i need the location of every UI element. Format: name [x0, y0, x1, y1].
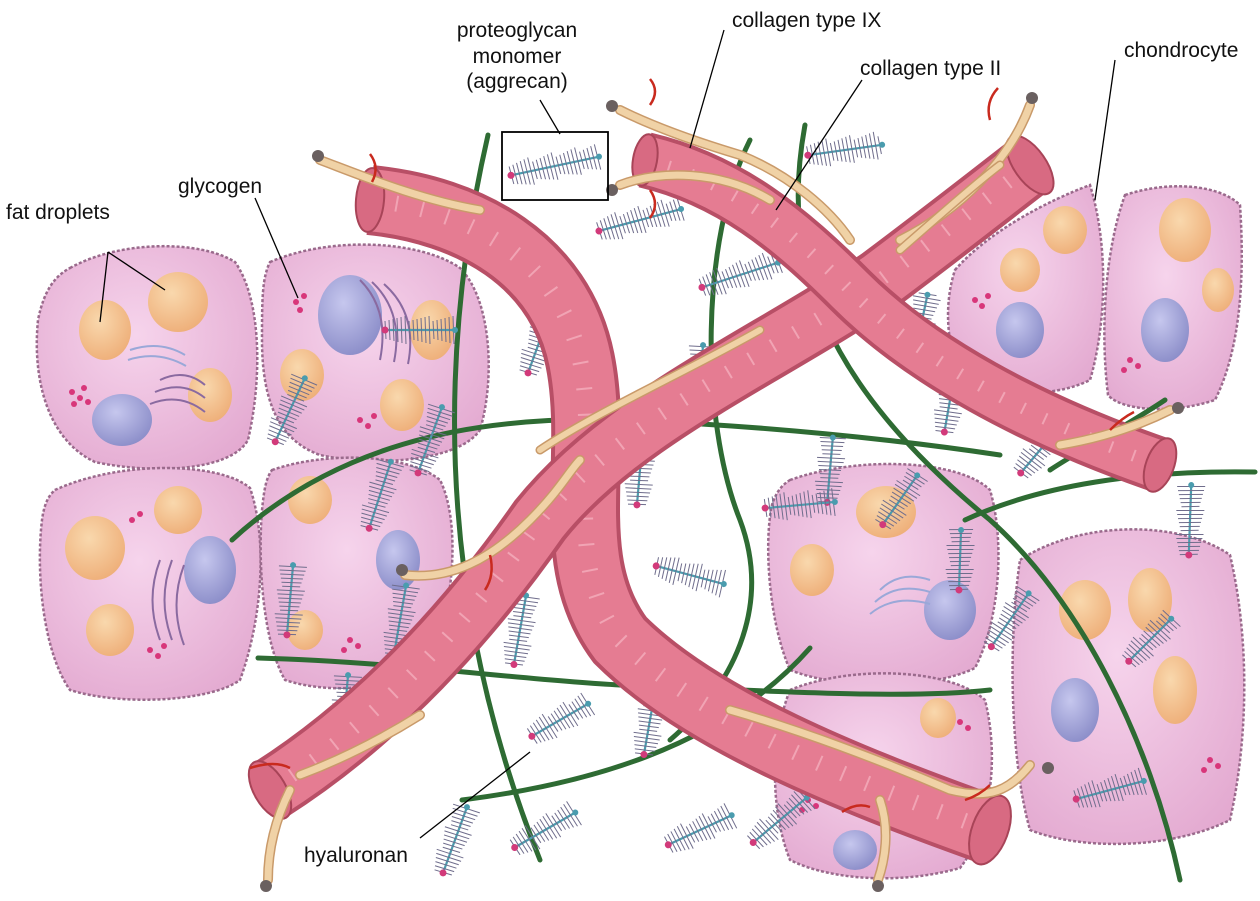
label-fat-droplets: fat droplets: [6, 200, 110, 226]
proteoglycan-line3: (aggrecan): [447, 69, 587, 95]
hyaluronan-strand: [965, 472, 1255, 520]
label-chondrocyte: chondrocyte: [1124, 38, 1238, 64]
aggrecan-brush: [429, 800, 481, 881]
aggrecan-brush: [649, 552, 730, 599]
chondrocyte-cell: [40, 468, 261, 700]
aggrecan-brush: [659, 801, 740, 859]
aggrecan-brush: [505, 142, 605, 189]
label-collagen-type-ix: collagen type IX: [732, 8, 881, 34]
proteoglycan-line2: monomer: [447, 44, 587, 70]
label-collagen-type-ii: collagen type II: [860, 56, 1001, 82]
aggrecan-brush: [694, 248, 785, 301]
chondrocyte-cells: [37, 185, 1244, 878]
aggrecan-brush: [592, 195, 688, 246]
chondrocyte-cell: [1013, 529, 1245, 844]
aggrecan-brush: [505, 799, 585, 861]
aggrecan-brush: [522, 690, 598, 750]
label-proteoglycan-monomer: proteoglycan monomer (aggrecan): [447, 18, 587, 95]
chondrocyte-cell: [1104, 186, 1241, 409]
label-hyaluronan: hyaluronan: [304, 843, 408, 869]
chondrocyte-cell: [37, 246, 257, 469]
proteoglycan-line1: proteoglycan: [447, 18, 587, 44]
label-glycogen: glycogen: [178, 174, 262, 200]
